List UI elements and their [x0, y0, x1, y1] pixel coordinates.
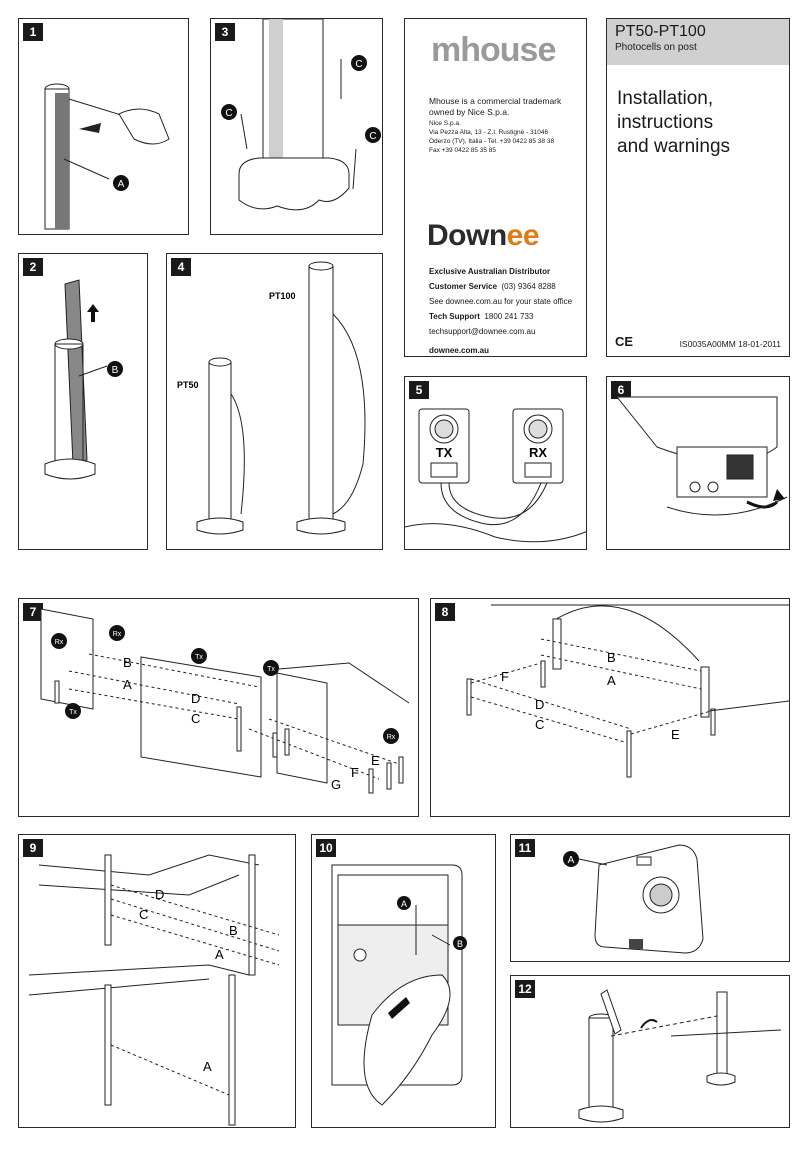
beam-f-label: F: [501, 669, 509, 684]
step-10-panel: 10 A B: [311, 834, 496, 1128]
label-c: C: [369, 131, 376, 142]
tx-marker: Tx: [195, 654, 203, 661]
step-3-panel: 3 C C C: [210, 18, 383, 235]
photocell-device-illustration: A: [563, 844, 704, 954]
model-subtitle: Photocells on post: [615, 42, 697, 53]
model-title: PT50-PT100: [615, 23, 706, 40]
beam-b-label: B: [229, 923, 238, 938]
label-a: A: [118, 179, 125, 190]
beam-b-label: B: [607, 650, 616, 665]
step-number: 7: [23, 603, 43, 621]
step-5-panel: 5 TX RX: [404, 376, 587, 550]
beam-a-label: A: [123, 677, 132, 692]
step-2-panel: 2 B: [18, 253, 148, 550]
gate-beam-layout-illustration: Rx Rx Tx Tx Tx Rx B A D C E F G: [40, 608, 410, 794]
label-c: C: [355, 59, 362, 70]
beam-b-label: B: [123, 655, 132, 670]
rx-marker: Rx: [387, 734, 396, 741]
beam-c-label: C: [535, 717, 544, 732]
cover-lift-illustration: B: [44, 279, 123, 480]
beam-c-label: C: [191, 711, 200, 726]
step-number: 2: [23, 258, 43, 276]
jumper-setting-illustration: A B: [331, 864, 467, 1106]
step-number: 5: [409, 381, 429, 399]
tx-label: TX: [436, 445, 453, 460]
label-b: B: [457, 939, 463, 949]
document-title: Installation, instructions and warnings: [617, 88, 731, 157]
trademark-text: Mhouse is a commercial trademark owned b…: [429, 96, 562, 117]
step-number: 10: [316, 839, 336, 857]
website-link[interactable]: downee.com.au: [429, 346, 490, 355]
post-cover-removal-illustration: A: [44, 83, 170, 230]
title-header: PT50-PT100 Photocells on post: [607, 19, 789, 65]
beam-d-label: D: [191, 691, 200, 706]
distributor-info: Exclusive Australian Distributor Custome…: [429, 267, 573, 355]
beam-d-label: D: [535, 697, 544, 712]
step-number: 4: [171, 258, 191, 276]
post-comparison-illustration: PT50 PT100: [177, 261, 366, 535]
beam-e-label: E: [371, 753, 380, 768]
beam-d-label: D: [155, 887, 164, 902]
label-c: C: [225, 108, 232, 119]
alignment-check-illustration: [578, 989, 782, 1123]
beam-a-label: A: [215, 947, 224, 962]
tx-rx-wiring-illustration: TX RX: [405, 408, 586, 543]
step-9-panel: 9 D C B A A: [18, 834, 296, 1128]
pt100-label: PT100: [269, 291, 296, 301]
step-8-panel: 8 B A F D C E: [430, 598, 790, 817]
title-box: PT50-PT100 Photocells on post Installati…: [606, 18, 790, 357]
label-a: A: [401, 899, 407, 909]
beam-g-label: G: [331, 777, 341, 792]
step-number: 12: [515, 980, 535, 998]
step-12-panel: 12: [510, 975, 790, 1128]
step-number: 11: [515, 839, 535, 857]
beam-f-label: F: [351, 765, 359, 780]
brand-info-box: mhouse Mhouse is a commercial trademark …: [404, 18, 587, 357]
tx-marker: Tx: [69, 709, 77, 716]
step-number: 6: [611, 381, 631, 399]
step-11-panel: 11 A: [510, 834, 790, 962]
mhouse-logo: mhouse: [431, 31, 556, 69]
pt50-label: PT50: [177, 380, 199, 390]
label-a-marker: [113, 175, 129, 191]
label-b: B: [112, 365, 119, 376]
overhead-gate-layout-illustration: D C B A A: [28, 854, 280, 1126]
step-number: 9: [23, 839, 43, 857]
rx-label: RX: [529, 445, 547, 460]
step-6-panel: 6: [606, 376, 790, 550]
step-1-panel: 1 A: [18, 18, 189, 235]
beam-e-label: E: [671, 727, 680, 742]
downee-logo: Downee: [427, 219, 540, 252]
document-code: IS0035A00MM 18-01-2011: [679, 339, 781, 349]
step-4-panel: 4 PT50 PT100: [166, 253, 383, 550]
rx-marker: Rx: [113, 631, 122, 638]
beam-c-label: C: [139, 907, 148, 922]
company-address: Nice S.p.a. Via Pezza Alta, 13 - Z.I. Ru…: [429, 120, 555, 154]
step-7-panel: 7 Rx Rx Tx Tx Tx Rx B A D C E F G: [18, 598, 419, 817]
beam-a-label: A: [607, 673, 616, 688]
tx-marker: Tx: [267, 666, 275, 673]
step-number: 8: [435, 603, 455, 621]
rx-marker: Rx: [55, 639, 64, 646]
post-base-screw-illustration: C C C: [221, 19, 381, 211]
step-number: 1: [23, 23, 43, 41]
ce-mark: CE: [615, 334, 634, 349]
curved-gate-layout-illustration: B A F D C E: [466, 604, 789, 778]
label-a: A: [568, 855, 575, 866]
terminal-connection-illustration: [615, 396, 788, 516]
beam-a-label: A: [203, 1059, 212, 1074]
step-number: 3: [215, 23, 235, 41]
